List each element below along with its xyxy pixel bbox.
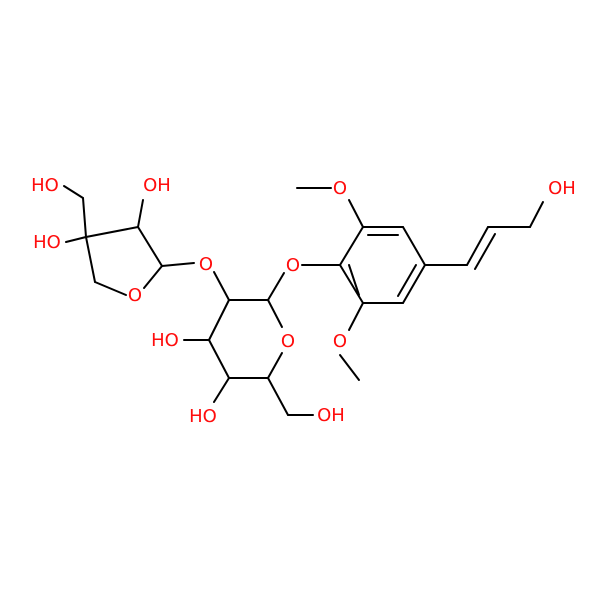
furanose-oh-left-label: HO — [33, 232, 61, 253]
furanose-oh-top-label: OH — [143, 175, 171, 196]
pyranose-ch2oh-label: OH — [317, 405, 345, 426]
allyl-oh-label: OH — [548, 178, 576, 199]
bond-c1p-opyr — [267, 299, 283, 328]
bond-opyr-c5p — [267, 352, 283, 379]
methoxy-top-o: O — [333, 178, 347, 199]
atom-labels: O O O O O O HO OH HO HO HO OH OH — [31, 175, 576, 427]
bond-c1f-c2f — [137, 226, 163, 267]
ring-o-furanose: O — [128, 285, 142, 306]
bond-a6-a1 — [339, 264, 364, 304]
bond-ome-ch3-bottom — [339, 354, 360, 381]
bond-ch2-oh-allyl — [529, 201, 544, 228]
bond-c2f-oh — [137, 199, 144, 228]
bond-c1f-oglyco — [161, 262, 195, 267]
bond-ch2-oh — [63, 185, 84, 199]
bond-c4-ch2 — [82, 197, 87, 238]
methoxy-bottom-o: O — [333, 331, 347, 352]
bond-a1-a2 — [339, 226, 364, 266]
bond-c1p-oaryl — [267, 272, 285, 301]
bond-oglyco-c2p — [213, 271, 230, 301]
pyranose-oh-upper-label: HO — [151, 330, 179, 351]
hydroxymethyl-furanose-label: HO — [31, 175, 59, 196]
bond-a2-ome — [348, 199, 364, 228]
bond-c4-oh — [65, 236, 87, 243]
bonds — [63, 185, 544, 416]
bond-a4-a5-inner — [397, 264, 417, 297]
bond-c4p-oh — [213, 377, 230, 403]
bond-c2f-c4 — [85, 226, 139, 238]
glycosidic-o-1: O — [199, 254, 213, 275]
bond-a6-a1-inner — [348, 264, 360, 296]
bond-a4-a5 — [402, 264, 426, 304]
bond-a3-a4 — [402, 226, 426, 266]
pyranose-oh-lower-label: HO — [189, 406, 217, 427]
bond-a6-ome — [348, 302, 364, 331]
glycosidic-o-2: O — [286, 255, 300, 276]
bond-c3p-c2p — [208, 299, 230, 341]
bond-ofur-c1f — [143, 265, 163, 289]
bond-c4-c5f — [85, 236, 96, 283]
bond-v1-v2 — [466, 226, 489, 266]
bond-c5p-ch2 — [267, 377, 289, 416]
bond-v1-v2-double — [474, 233, 496, 270]
bond-c4p-c3p — [208, 339, 230, 379]
ring-o-pyranose: O — [281, 331, 295, 352]
bond-c5f-ofur — [94, 281, 127, 296]
